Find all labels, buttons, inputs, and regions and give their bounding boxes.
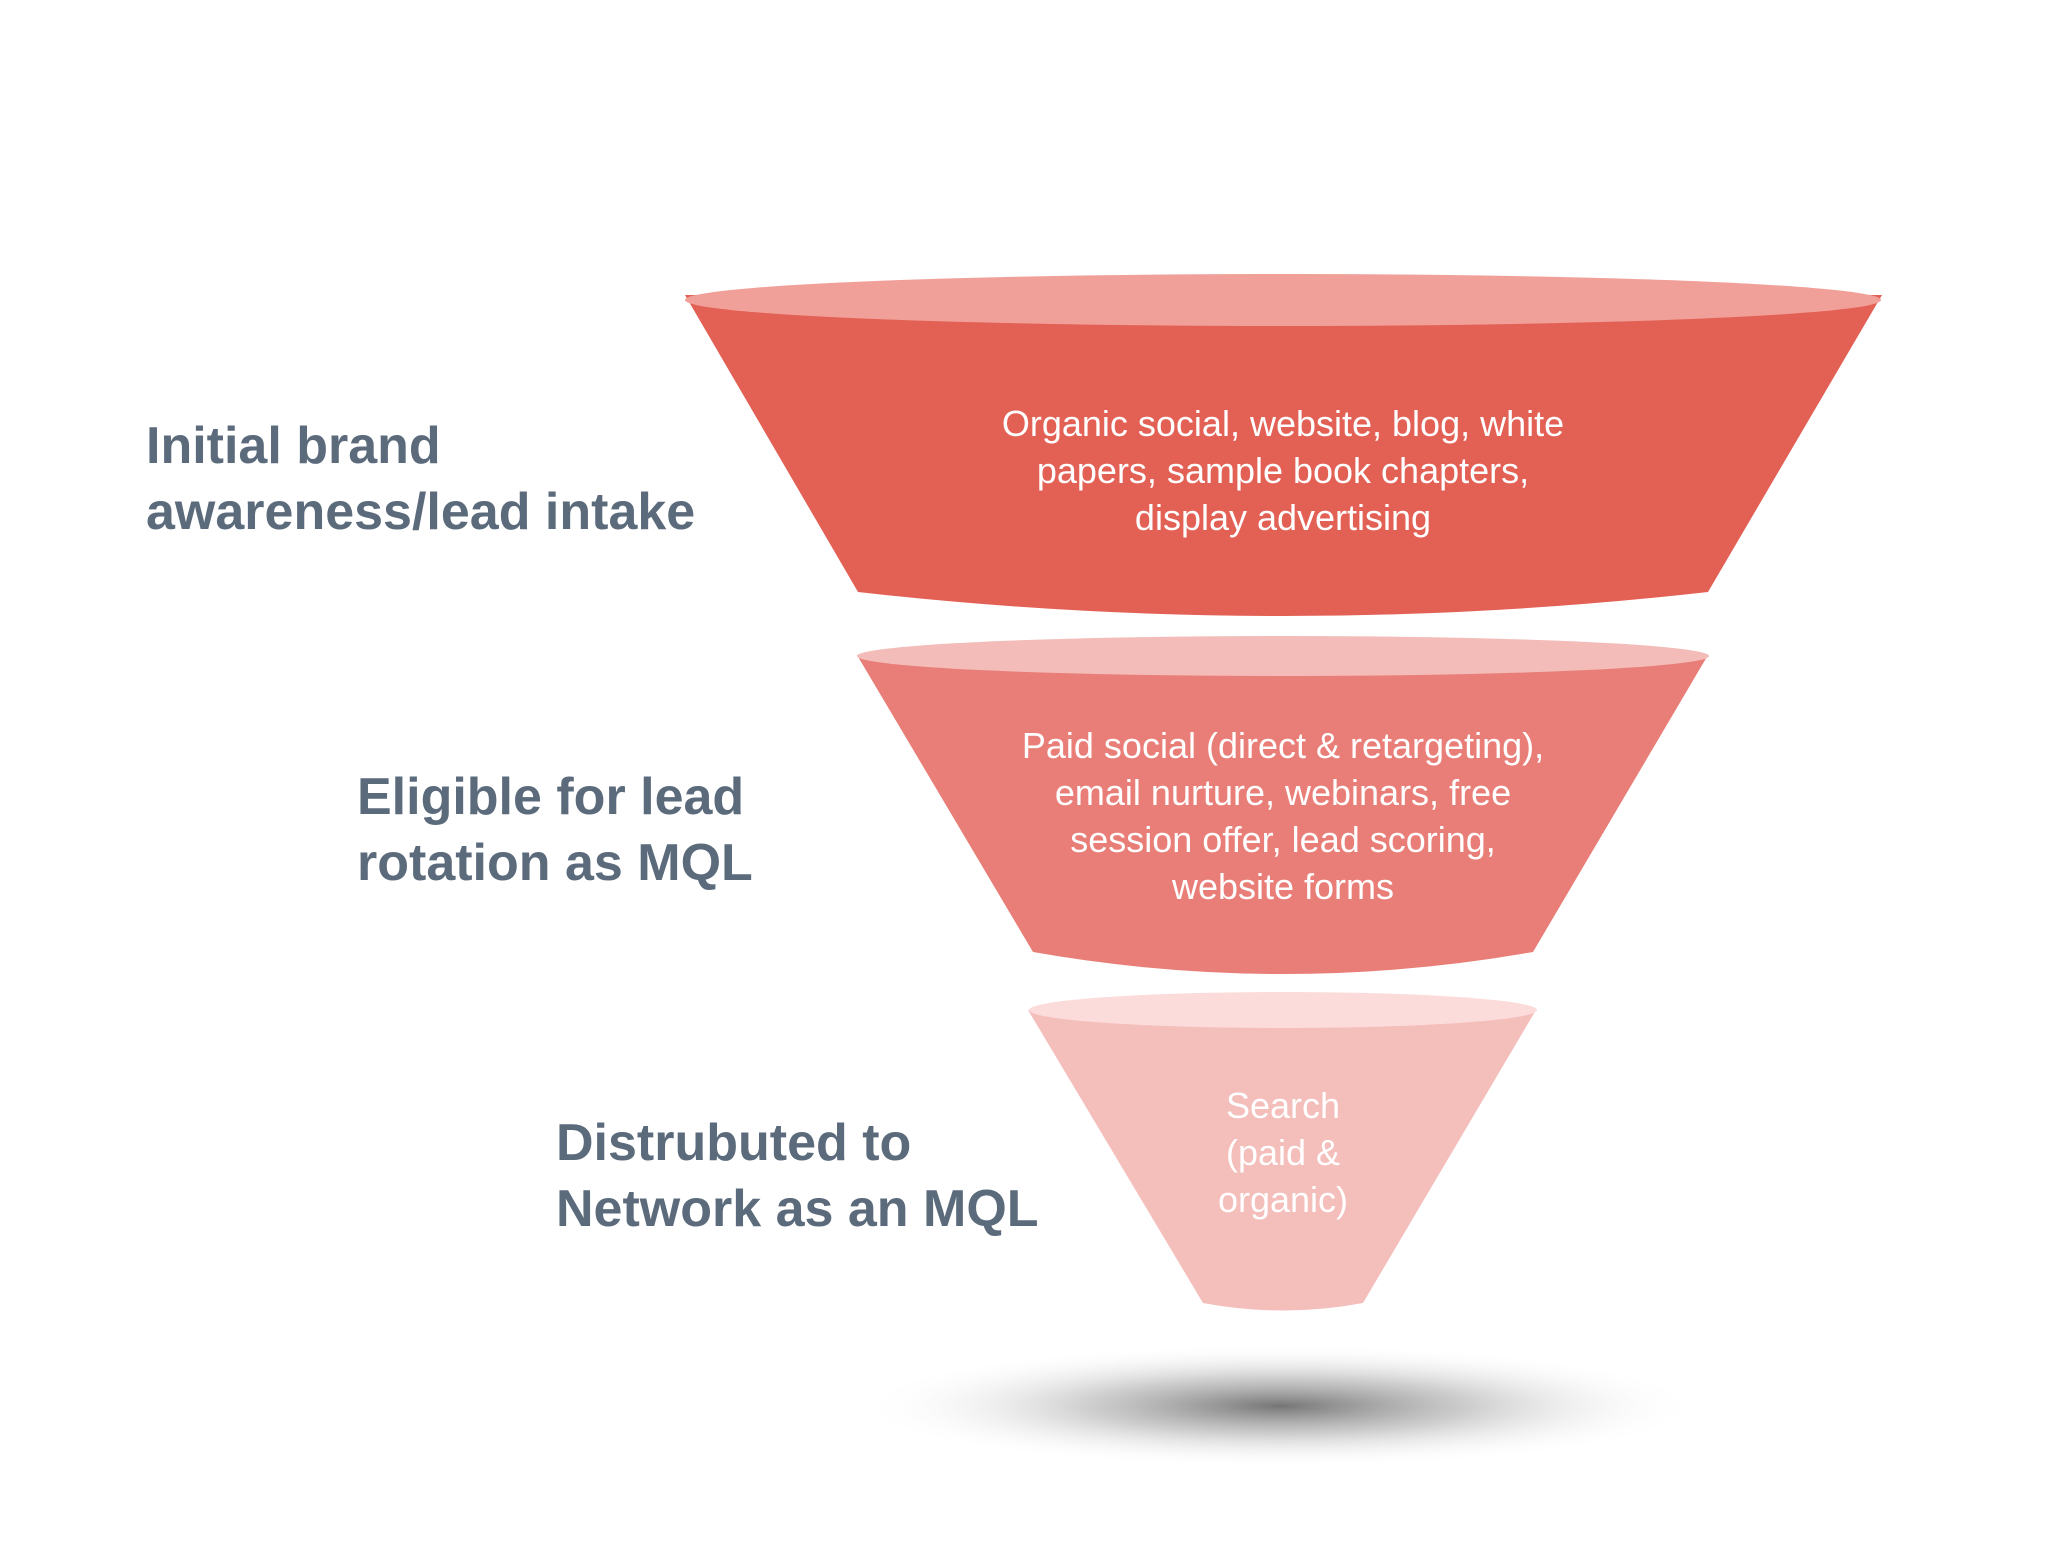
stage-3-label-line-1: Distrubuted to bbox=[556, 1114, 912, 1172]
funnel-stage-3-top bbox=[1029, 992, 1537, 1028]
stage-2-description-line-4: website forms bbox=[1171, 866, 1395, 907]
stage-2-label-line-1: Eligible for lead bbox=[357, 768, 745, 826]
stage-1-description-line-1: Organic social, website, blog, white bbox=[1001, 403, 1565, 444]
stage-3-label-line-2: Network as an MQL bbox=[556, 1180, 1039, 1238]
funnel-stage-3 bbox=[1028, 992, 1537, 1311]
stage-2-description-line-2: email nurture, webinars, free bbox=[1054, 772, 1512, 813]
funnel-stage-1-top bbox=[685, 274, 1881, 326]
funnel-stage-2-body bbox=[857, 655, 1708, 974]
stage-3-description-line-1: Search bbox=[1225, 1085, 1341, 1126]
stage-2-description-line-3: session offer, lead scoring, bbox=[1070, 819, 1496, 860]
stage-1-description-line-3: display advertising bbox=[1134, 497, 1432, 538]
stage-2-label-line-2: rotation as MQL bbox=[357, 834, 753, 892]
stage-3-description-line-2: (paid & bbox=[1225, 1132, 1341, 1173]
funnel-stage-2-top bbox=[857, 636, 1709, 676]
stage-3-description: Search (paid & organic) bbox=[1133, 1082, 1433, 1223]
funnel-stage-1 bbox=[685, 274, 1882, 616]
stage-1-description: Organic social, website, blog, white pap… bbox=[883, 400, 1683, 541]
stage-3-description-line-3: organic) bbox=[1217, 1179, 1349, 1220]
funnel-shadow bbox=[860, 1344, 1700, 1468]
stage-1-label: Initial brand awareness/lead intake bbox=[146, 413, 695, 545]
stage-3-label: Distrubuted to Network as an MQL bbox=[556, 1110, 1039, 1242]
stage-2-description: Paid social (direct & retargeting), emai… bbox=[933, 722, 1633, 910]
stage-1-description-line-2: papers, sample book chapters, bbox=[1036, 450, 1530, 491]
stage-2-label: Eligible for lead rotation as MQL bbox=[357, 764, 753, 896]
stage-1-label-line-2: awareness/lead intake bbox=[146, 483, 696, 541]
stage-2-description-line-1: Paid social (direct & retargeting), bbox=[1021, 725, 1545, 766]
funnel-stage-2 bbox=[857, 636, 1709, 974]
funnel-stage-1-body bbox=[685, 295, 1882, 616]
stage-1-label-line-1: Initial brand bbox=[146, 417, 441, 475]
funnel-stage-3-body bbox=[1028, 1010, 1536, 1311]
